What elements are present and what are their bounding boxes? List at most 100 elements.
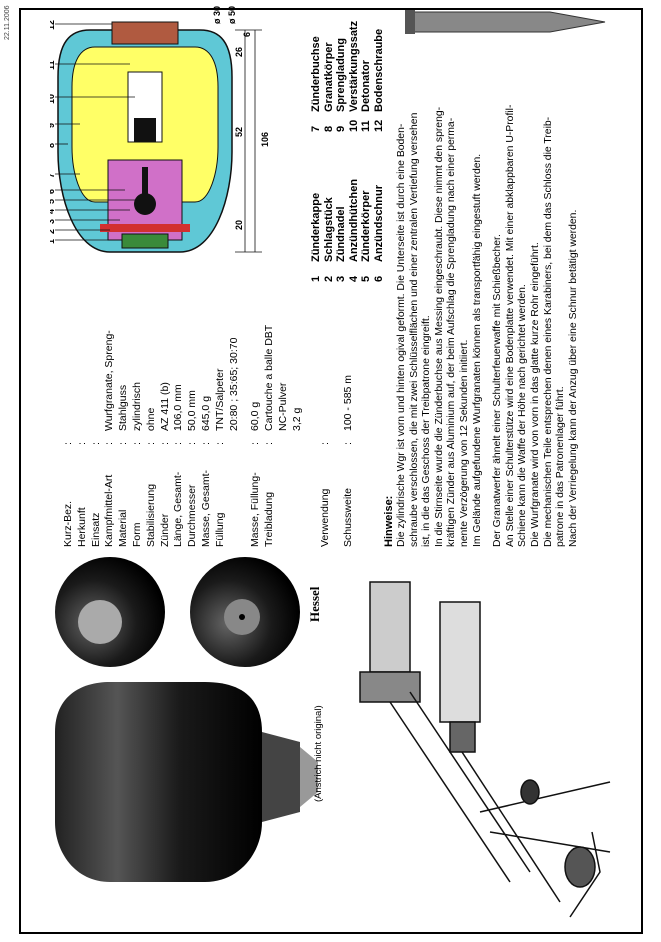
spec-table: Kurz-Bez.:Herkunft:Einsatz:Kampfmittel-A… xyxy=(62,307,362,547)
spec-row: NC-Pulver xyxy=(277,383,290,547)
zuenderbuchse xyxy=(100,224,190,232)
legend-num: 8 xyxy=(322,125,335,132)
spec-row: Zünder: AZ 411 (b) xyxy=(159,382,172,547)
spec-row: Herkunft: xyxy=(76,431,89,547)
spec-value: 50,0 mm xyxy=(186,390,199,431)
diag-num-2: 2 xyxy=(50,229,56,234)
spec-sep: : xyxy=(62,442,74,445)
spec-label: Füllung xyxy=(213,512,226,547)
note-line: Der Granatwerfer ähnelt einer Schulterfe… xyxy=(492,234,504,547)
spec-label: Herkunft xyxy=(75,507,88,547)
legend-name: Zünderkappe xyxy=(310,192,322,262)
spec-sep: : xyxy=(117,442,130,445)
spec-value: 60,0 g xyxy=(249,401,262,431)
spec-value: AZ 411 (b) xyxy=(158,382,171,431)
diag-num-10: 10 xyxy=(50,94,56,104)
bodenschraube xyxy=(111,21,179,45)
notes-block: Hinweise: Die zylindrische Wgr ist vorn … xyxy=(383,7,613,547)
cartridge-photo xyxy=(405,10,606,34)
legend-num: 9 xyxy=(335,125,347,132)
spec-row: Form:zylindrisch xyxy=(131,382,144,547)
note-line xyxy=(484,7,492,547)
spec-value: 3,2 g xyxy=(290,407,303,431)
note-line: Nach der Verriegelung kann der Anzug übe… xyxy=(567,209,579,547)
legend-num: 10 xyxy=(347,119,360,132)
legend-num: 3 xyxy=(335,275,347,282)
spec-value: zylindrisch xyxy=(131,381,143,431)
schlagstueck xyxy=(134,193,156,215)
spec-label: Masse, Füllung- xyxy=(249,472,262,547)
spec-value: Cartouche a balle DBT xyxy=(263,324,276,431)
dim-26: 26 xyxy=(234,47,244,57)
spec-sep: : xyxy=(75,442,88,445)
spec-value: TNT/Salpeter xyxy=(213,368,226,431)
dim-6: 6 xyxy=(242,32,252,37)
spec-sep: : xyxy=(89,442,102,445)
spec-sep: : xyxy=(318,442,331,445)
spec-sep: : xyxy=(342,442,355,445)
spec-value: NC-Pulver xyxy=(277,382,289,431)
legend-name: Zünderbuchse xyxy=(310,36,322,112)
spec-sep: : xyxy=(144,442,157,445)
legend-num: 1 xyxy=(310,275,322,282)
spec-row: Treibladung:Cartouche a balle DBT xyxy=(263,325,276,547)
legend-item: 5 Zünderkörper xyxy=(360,190,372,282)
note-line: patrone in das Patronenlager führt. xyxy=(555,386,567,547)
note-line: kräftigen Zünder aus Aluminium auf, der … xyxy=(446,117,458,547)
spec-sep: : xyxy=(103,442,116,445)
legend-name: Verstärkungssatz xyxy=(347,20,360,112)
legend-name: Detonator xyxy=(360,60,372,112)
spec-row: Durchmesser:50,0 mm xyxy=(186,390,199,547)
spec-row: Länge, Gesamt-:106,0 mm xyxy=(172,384,185,547)
legend-name: Schlagstück xyxy=(322,197,335,262)
dim-52: 52 xyxy=(234,127,244,137)
hessel-logo: Hessel xyxy=(307,586,322,622)
spec-row: Schussweite:100 - 585 m xyxy=(342,375,355,547)
legend-name: Sprengladung xyxy=(335,38,347,112)
spec-row: Füllung:TNT/Salpeter xyxy=(214,369,227,547)
dim-106: 106 xyxy=(260,132,270,147)
note-line: Schiene kann die Waffe der Höhe nach ger… xyxy=(517,284,529,547)
notes-heading: Hinweise: xyxy=(383,495,395,547)
legend-item: 10 Verstärkungssatz xyxy=(348,21,360,132)
grenade-side-photo xyxy=(55,682,318,882)
spec-label: Zünder xyxy=(158,513,171,547)
spec-sep: : xyxy=(131,442,143,445)
legend-num: 4 xyxy=(347,275,360,282)
diag-num-9: 9 xyxy=(50,123,56,128)
zuenderkappe xyxy=(121,233,169,249)
photo-panel: (Anstrich nicht original) Hessel xyxy=(0,552,330,922)
diag-num-12: 12 xyxy=(50,20,56,30)
spec-label: Material xyxy=(117,509,130,547)
notes-lines: Die zylindrische Wgr ist vorn und hinten… xyxy=(396,7,580,547)
diag-num-1: 1 xyxy=(50,239,56,244)
legend-name: Zünderkörper xyxy=(360,190,372,262)
legend-item: 8 Granatkörper xyxy=(323,42,335,132)
photo-caption: (Anstrich nicht original) xyxy=(313,705,324,802)
spec-sep: : xyxy=(200,442,212,445)
legend-num: 5 xyxy=(360,275,372,282)
note-line: schraube verschlossen, die mit zwei Schl… xyxy=(408,112,420,547)
legend-item: 4 Anzündhütchen xyxy=(348,179,360,282)
spec-label: Kampfmittel-Art xyxy=(103,474,116,547)
diag-num-11: 11 xyxy=(50,60,56,70)
legend-name: Granatkörper xyxy=(322,42,335,112)
spec-row: 20:80 ; 35:65; 30:70 xyxy=(228,338,241,547)
note-line: nente Verzögerung von 12 Sekunden initii… xyxy=(458,339,470,547)
dim-dia50: ø 50 xyxy=(227,6,237,24)
spec-sep: : xyxy=(158,442,171,445)
note-line: In die Stirnseite wurde die Zünderbuchse… xyxy=(433,106,445,547)
spec-sep: : xyxy=(186,442,199,445)
legend-name: Anzündhütchen xyxy=(347,178,360,262)
spec-value: Wurfgranate, Spreng- xyxy=(103,330,116,431)
legend-item: 7Zünderbuchse xyxy=(310,36,322,132)
spec-label: Stabilisierung xyxy=(144,483,157,547)
spec-label: Schussweite xyxy=(342,488,355,547)
cross-section-diagram: 1 2 3 4 5 6 7 8 9 10 11 12 20 52 26 6 10… xyxy=(50,6,270,253)
legend-item: 11Detonator xyxy=(360,60,372,132)
note-line: An Stelle einer Schulterstütze wird eine… xyxy=(504,104,516,547)
spec-sep: : xyxy=(249,442,262,445)
note-line: Die mechanischen Teile entsprechen denen… xyxy=(542,116,554,547)
legend-num: 2 xyxy=(322,275,335,282)
